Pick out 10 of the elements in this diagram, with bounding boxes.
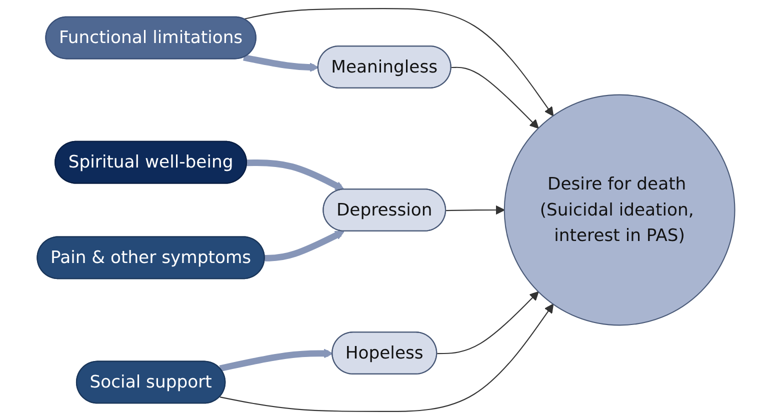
arrow (437, 291, 539, 354)
arrow (244, 8, 554, 116)
arrow (247, 160, 344, 191)
arrow (219, 348, 334, 372)
arrow (264, 230, 344, 262)
arrow (451, 66, 539, 129)
arrow (243, 54, 319, 72)
node-circle: Desire for death (Suicidal ideation, interest in PAS) (504, 94, 736, 326)
arrow (220, 304, 554, 412)
arrow (446, 205, 505, 215)
